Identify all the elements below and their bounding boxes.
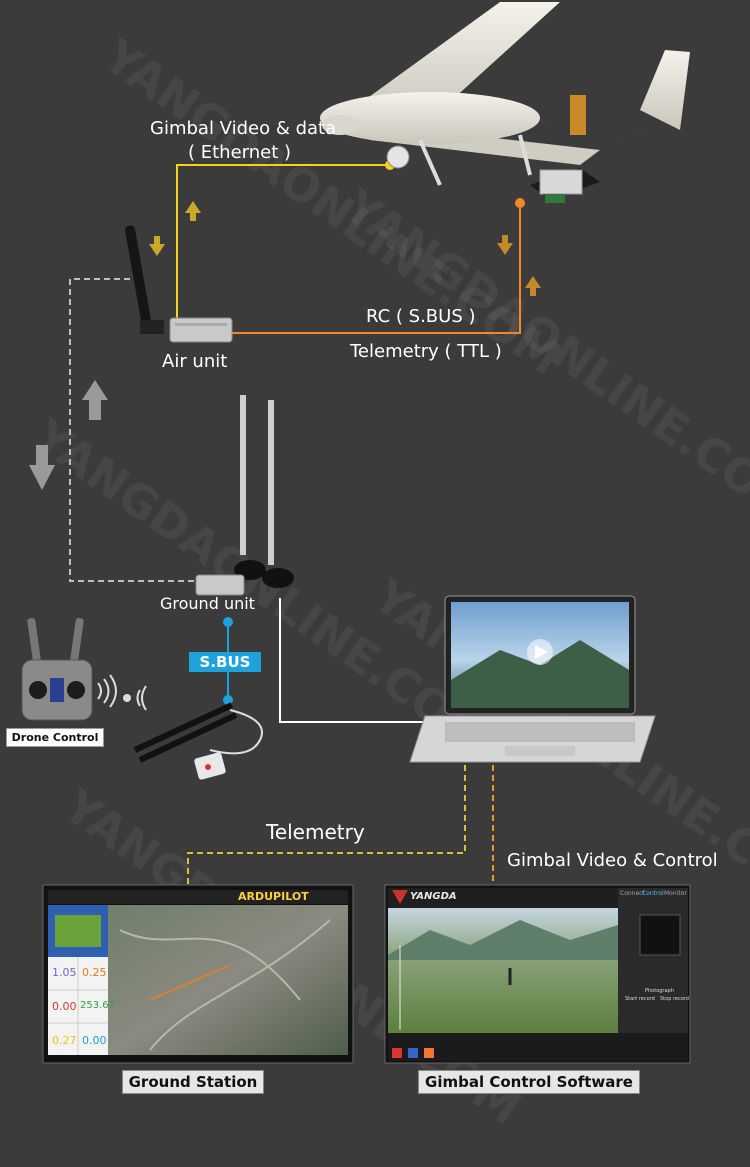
- gs-value-2: 0.25: [82, 966, 107, 979]
- sbus-dot-top: [223, 617, 233, 627]
- telemetry-dot-fc: [515, 198, 525, 208]
- gimbal-button-stop-record: Stop record: [660, 996, 689, 1002]
- ground-station-caption: Ground Station: [122, 1070, 264, 1094]
- telemetry-dashed-line: [187, 765, 466, 888]
- gimbal-tab-connect: Connect: [620, 890, 645, 897]
- label-telemetry: Telemetry: [266, 820, 365, 844]
- video-link-line: [176, 164, 390, 325]
- gimbal-software-screen: [384, 884, 691, 1064]
- ardupilot-logo: ARDUPILOT: [238, 890, 309, 903]
- arrow-down-orange: [497, 235, 513, 255]
- label-gimbal-video-control: Gimbal Video & Control: [507, 850, 718, 871]
- arrow-down-grey: [29, 445, 55, 490]
- gimbal-brand: YANGDA: [410, 891, 457, 902]
- flight-controller: [530, 168, 600, 203]
- gimbal-software-caption: Gimbal Control Software: [418, 1070, 640, 1094]
- telemetry-link-line: [228, 203, 521, 334]
- gs-value-1: 1.05: [52, 966, 77, 979]
- laptop-device: [409, 595, 656, 763]
- drone-control-caption: Drone Control: [6, 728, 104, 747]
- arrow-down-yellow: [149, 236, 165, 256]
- drone-controller-device: [21, 618, 147, 721]
- gimbal-button-photograph: Photograph: [645, 988, 674, 994]
- sbus-dot-bottom: [223, 695, 233, 705]
- receiver-device: [133, 702, 263, 780]
- label-telemetry-ttl: Telemetry ( TTL ): [350, 341, 502, 362]
- label-gimbal-video-data: Gimbal Video & data: [150, 118, 337, 139]
- ground-laptop-line: [279, 598, 440, 723]
- arrow-up-orange: [525, 276, 541, 296]
- gs-value-4: 253.67: [80, 1000, 115, 1011]
- gs-value-6: 0.00: [82, 1034, 107, 1047]
- gs-value-3: 0.00: [52, 1000, 77, 1013]
- label-air-unit: Air unit: [162, 351, 228, 372]
- label-ground-unit: Ground unit: [160, 594, 255, 613]
- air-unit-device: [125, 225, 233, 343]
- gs-value-5: 0.27: [52, 1034, 77, 1047]
- ground-unit-device: [195, 395, 294, 596]
- vtol-aircraft: [320, 2, 700, 186]
- label-ethernet: ( Ethernet ): [188, 142, 292, 163]
- gimbal-tab-monitor: Monitor: [664, 890, 687, 897]
- arrow-up-grey: [82, 380, 108, 420]
- gimbal-button-start-record: Start record: [625, 996, 655, 1002]
- gimbal-tab-control: Control: [642, 890, 664, 897]
- arrow-up-yellow: [185, 201, 201, 221]
- sbus-badge: S.BUS: [189, 652, 261, 672]
- label-rc-sbus: RC ( S.BUS ): [366, 306, 476, 327]
- radio-link-dashed: [69, 278, 196, 582]
- ground-station-screen: [42, 884, 354, 1064]
